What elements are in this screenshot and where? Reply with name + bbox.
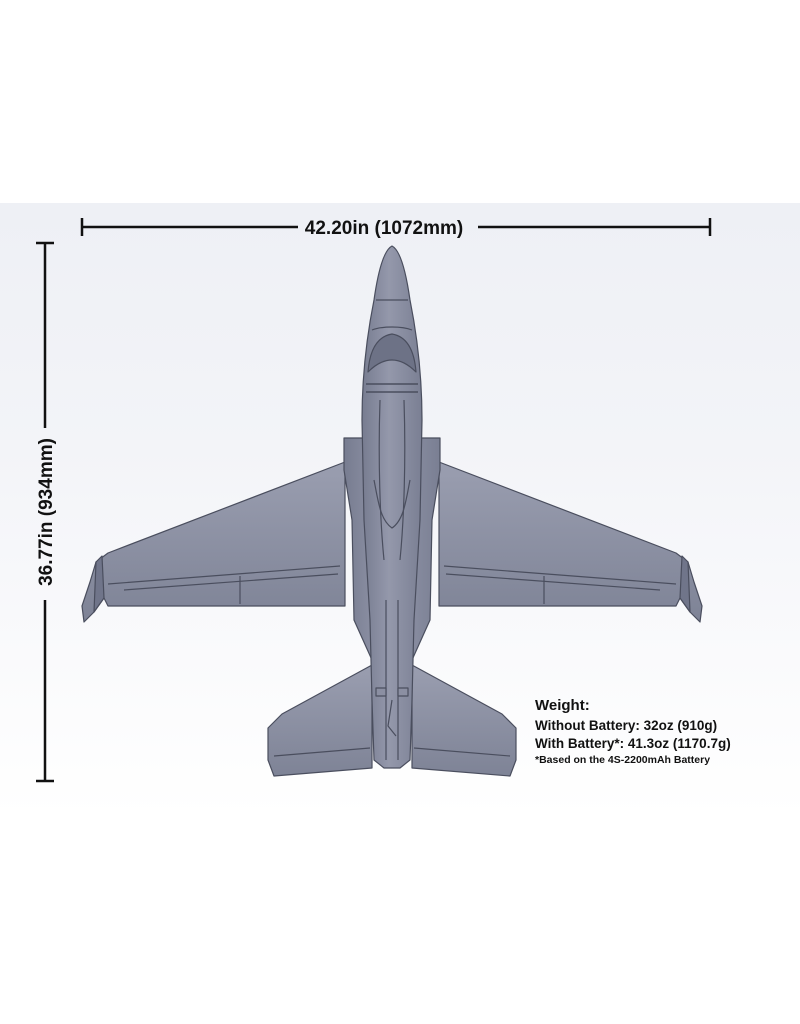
aircraft-top-view <box>81 245 703 777</box>
nose-panel-line <box>371 326 413 331</box>
wingspan-dimension: 42.20in (1072mm) <box>80 218 712 239</box>
left-elevator-line <box>273 747 371 757</box>
servo-left <box>375 687 387 697</box>
tail-spine <box>385 600 399 760</box>
length-label: 36.77in (934mm) <box>36 438 57 586</box>
canopy <box>367 333 417 373</box>
right-elevator-line <box>413 747 511 757</box>
fuselage <box>361 245 423 769</box>
battery-footnote: *Based on the 4S-2200mAh Battery <box>535 754 711 766</box>
right-flap-line <box>445 573 661 591</box>
canopy-frame <box>366 383 418 393</box>
left-wingtip-fin <box>93 555 105 613</box>
servo-right <box>397 687 409 697</box>
hatch-outline <box>373 479 411 529</box>
right-wing <box>438 461 703 623</box>
length-dimension: 36.77in (934mm) <box>36 241 57 783</box>
control-linkage <box>387 699 397 737</box>
spine-line-left <box>378 399 385 561</box>
left-aileron-line <box>107 565 341 585</box>
weight-without-battery: Without Battery: 32oz (910g) <box>535 718 718 733</box>
right-aileron-line <box>443 565 677 585</box>
right-horizontal-stabilizer <box>411 664 517 777</box>
right-wingtip-fin <box>679 555 691 613</box>
wingspan-label: 42.20in (1072mm) <box>305 218 463 239</box>
weight-title: Weight: <box>535 697 590 714</box>
weight-with-battery: With Battery*: 41.3oz (1170.7g) <box>535 736 731 751</box>
weight-info: Weight: Without Battery: 32oz (910g) Wit… <box>535 697 731 766</box>
left-horizontal-stabilizer <box>267 664 373 777</box>
spine-line-right <box>399 399 406 561</box>
left-flap-line <box>123 573 339 591</box>
left-wing <box>81 461 346 623</box>
